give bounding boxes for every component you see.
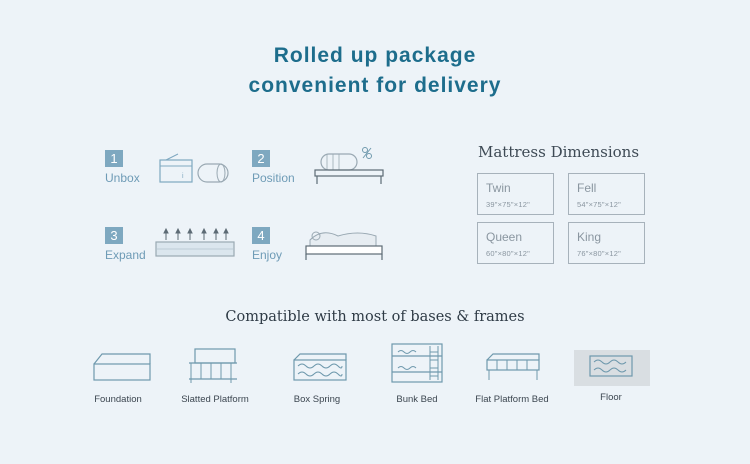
dimensions-title: Mattress Dimensions <box>478 143 640 161</box>
dimension-name: King <box>577 230 602 244</box>
headline-line-2: convenient for delivery <box>248 74 502 97</box>
dimension-card-twin: Twin 39"×75"×12" <box>477 173 554 215</box>
slatted-platform-icon <box>189 348 237 383</box>
dimension-size: 60"×80"×12" <box>486 249 530 258</box>
step-3-label: Expand <box>105 248 146 262</box>
unbox-icon: i <box>159 153 229 183</box>
base-label-flat-platform-bed: Flat Platform Bed <box>475 394 549 405</box>
dimension-name: Fell <box>577 181 597 195</box>
position-bed-scissors-icon <box>314 147 384 184</box>
step-3-number: 3 <box>105 227 123 244</box>
dimension-name: Twin <box>486 181 511 195</box>
dimension-card-fell: Fell 54"×75"×12" <box>568 173 645 215</box>
dimension-card-queen: Queen 60"×80"×12" <box>477 222 554 264</box>
base-label-floor: Floor <box>600 392 622 403</box>
box-spring-icon <box>293 353 347 381</box>
dimension-name: Queen <box>486 230 523 244</box>
svg-text:i: i <box>182 173 184 180</box>
step-4-label: Enjoy <box>252 248 283 262</box>
step-2-label: Position <box>252 171 295 185</box>
floor-icon <box>574 350 650 386</box>
dimension-card-king: King 76"×80"×12" <box>568 222 645 264</box>
step-4-number: 4 <box>252 227 270 244</box>
base-label-box-spring: Box Spring <box>293 394 341 405</box>
base-label-bunk-bed: Bunk Bed <box>396 394 438 405</box>
dimension-size: 39"×75"×12" <box>486 200 530 209</box>
foundation-icon <box>93 353 151 381</box>
base-label-foundation: Foundation <box>94 394 142 405</box>
dimension-size: 54"×75"×12" <box>577 200 621 209</box>
step-1-number: 1 <box>105 150 123 167</box>
expand-mattress-icon <box>155 227 235 257</box>
enjoy-sleeping-icon <box>305 231 383 260</box>
headline-line-1: Rolled up package <box>273 44 477 67</box>
step-1-label: Unbox <box>105 171 140 185</box>
compatibility-title: Compatible with most of bases & frames <box>225 309 525 325</box>
step-2-number: 2 <box>252 150 270 167</box>
base-label-slatted-platform: Slatted Platform <box>181 394 249 405</box>
flat-platform-bed-icon <box>486 353 540 380</box>
dimension-size: 76"×80"×12" <box>577 249 621 258</box>
bunk-bed-icon <box>391 343 443 383</box>
